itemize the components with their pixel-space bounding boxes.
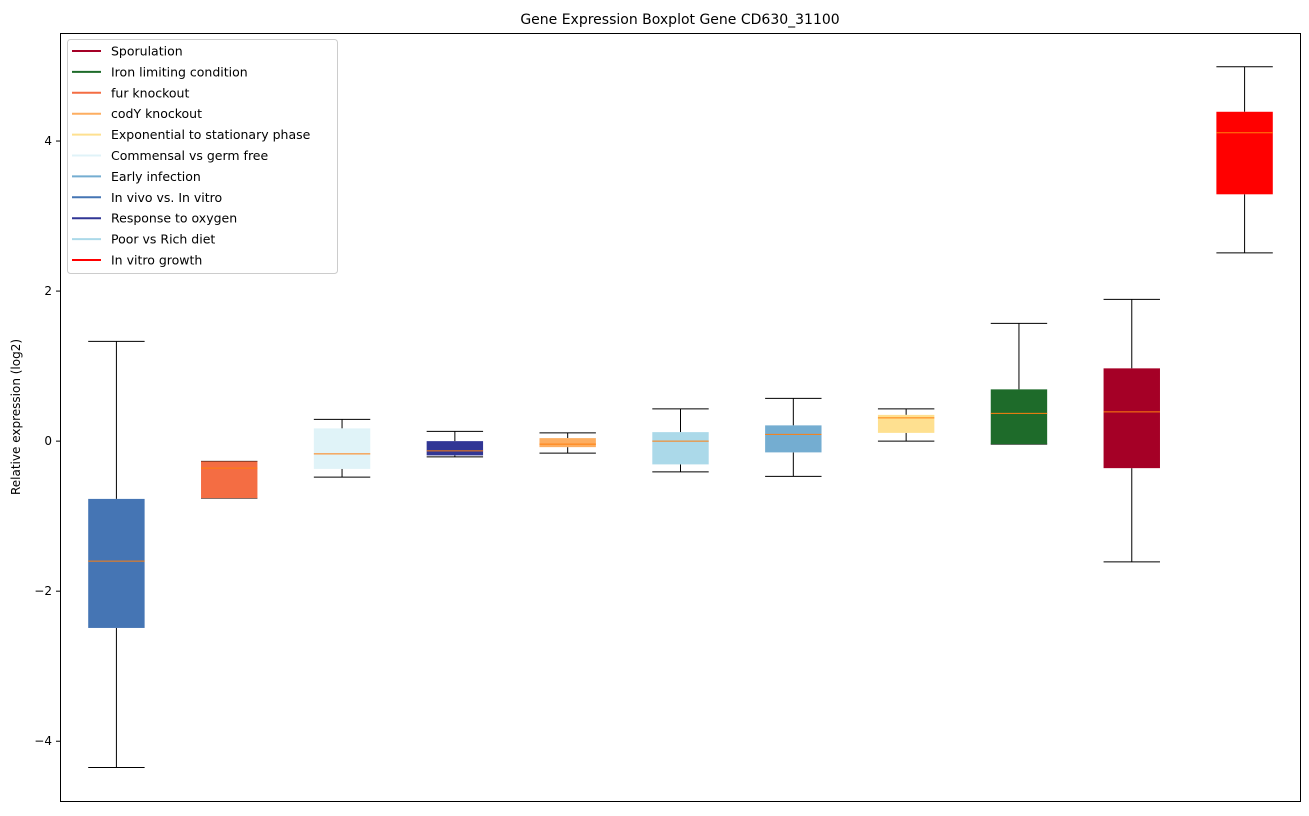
legend-label: Response to oxygen <box>111 211 237 226</box>
legend-label: fur knockout <box>111 85 189 100</box>
box <box>1103 368 1160 469</box>
box-group <box>652 408 709 473</box>
chart-title: Gene Expression Boxplot Gene CD630_31100 <box>520 12 839 28</box>
legend-label: codY knockout <box>111 106 202 121</box>
y-tick-label: 0 <box>44 434 52 448</box>
legend-label: Iron limiting condition <box>111 64 248 79</box>
legend-label: Early infection <box>111 169 201 184</box>
legend-label: In vitro growth <box>111 253 202 268</box>
box-group <box>1103 298 1160 563</box>
legend-frame <box>67 39 338 274</box>
box <box>539 438 596 448</box>
y-tick-label: −4 <box>34 734 52 748</box>
box-group <box>877 408 935 442</box>
box-group <box>426 430 484 458</box>
legend-label: Commensal vs germ free <box>111 148 268 163</box>
legend-label: Exponential to stationary phase <box>111 127 311 142</box>
y-tick-label: 4 <box>44 134 52 148</box>
y-axis-label: Relative expression (log2) <box>9 339 23 495</box>
box-group <box>88 340 145 768</box>
y-tick-label: 2 <box>44 284 52 298</box>
legend-label: In vivo vs. In vitro <box>111 190 222 205</box>
box <box>990 389 1048 445</box>
box <box>201 461 258 499</box>
box <box>88 498 145 628</box>
legend-label: Poor vs Rich diet <box>111 232 215 247</box>
box <box>426 441 484 456</box>
box <box>877 414 935 433</box>
box <box>652 432 709 465</box>
box-group <box>765 397 822 477</box>
box-group <box>539 432 596 454</box>
plot-frame <box>60 33 1301 802</box>
box-group <box>313 418 371 478</box>
box-group <box>201 460 258 499</box>
y-axis: −4 −2 0 2 4 <box>34 134 60 748</box>
box <box>313 428 371 469</box>
box-group <box>990 322 1048 445</box>
box <box>765 425 822 453</box>
y-tick-label: −2 <box>34 584 52 598</box>
plot-marks <box>88 66 1273 768</box>
box <box>1216 111 1273 195</box>
legend-label: Sporulation <box>111 44 183 59</box>
box-group <box>1216 66 1273 254</box>
